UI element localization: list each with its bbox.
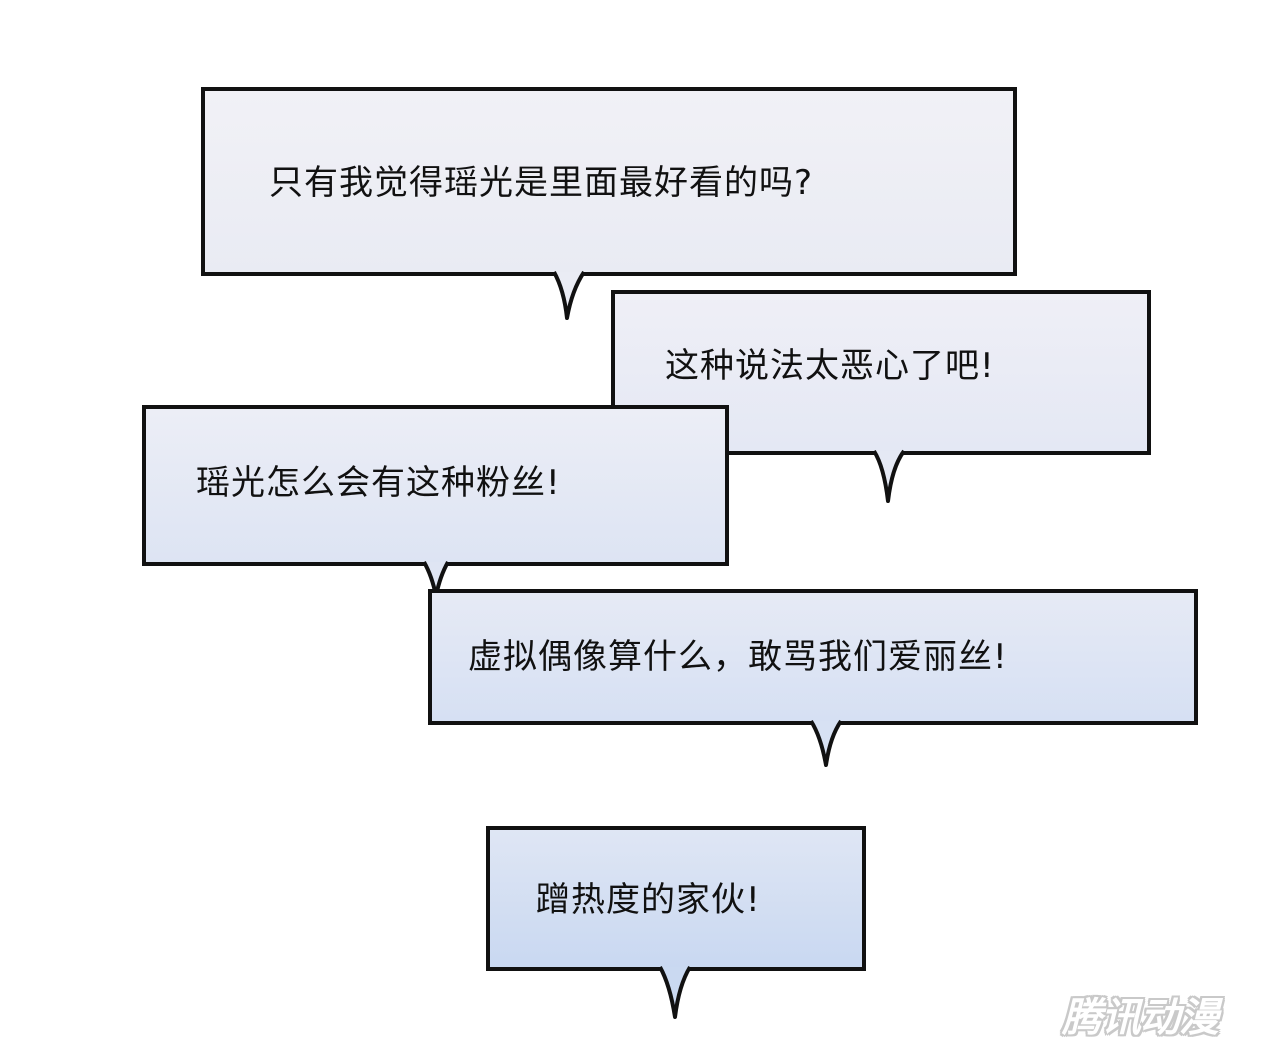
speech-bubble-3-text: 瑶光怎么会有这种粉丝! <box>196 463 561 503</box>
speech-bubble-3: 瑶光怎么会有这种粉丝! <box>142 405 729 566</box>
watermark-logo: 腾讯动漫 <box>1062 995 1219 1041</box>
speech-bubble-1: 只有我觉得瑶光是里面最好看的吗? <box>201 87 1017 276</box>
speech-bubble-4-tail <box>809 719 843 767</box>
speech-bubble-2-text: 这种说法太恶心了吧! <box>665 346 995 386</box>
speech-bubble-4-text: 虚拟偶像算什么，敢骂我们爱丽丝! <box>468 636 1008 677</box>
speech-bubble-1-text: 只有我觉得瑶光是里面最好看的吗? <box>269 162 814 203</box>
speech-bubble-1-tail <box>552 270 586 320</box>
speech-bubble-4: 虚拟偶像算什么，敢骂我们爱丽丝! <box>428 589 1198 725</box>
speech-bubble-5-tail <box>658 965 692 1019</box>
speech-bubble-2-tail <box>872 449 906 503</box>
speech-bubble-5-text: 蹭热度的家伙! <box>536 880 761 920</box>
speech-bubble-5: 蹭热度的家伙! <box>486 826 866 971</box>
